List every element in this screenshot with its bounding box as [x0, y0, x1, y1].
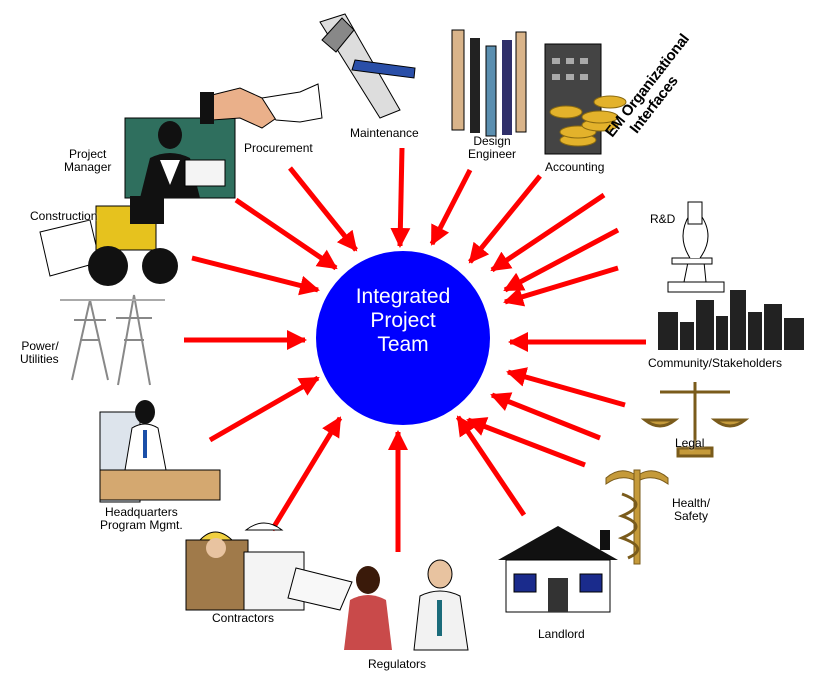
city-skyline-illustration	[658, 290, 804, 350]
arrow-headquarters	[208, 375, 320, 443]
arrow-rnd-2	[503, 265, 619, 307]
project-manager-line-2: Manager	[64, 160, 112, 174]
construction-loader-illustration	[39, 196, 178, 286]
headquarters-line-2: Program Mgmt.	[100, 518, 183, 532]
arrow-construction	[191, 255, 320, 296]
arrow-rnd	[503, 227, 620, 293]
contractors-illustration	[185, 522, 353, 611]
arrow-design-engineer	[429, 168, 473, 246]
integrated-team-circle	[316, 251, 490, 425]
contractors-label: Contractors	[212, 611, 275, 625]
power-pylons-illustration	[60, 294, 165, 386]
arrow-maintenance	[390, 147, 411, 248]
headquarters-program-mgmt-label: Headquarters Program Mgmt.	[100, 506, 183, 532]
integrated-project-team-label: Integrated Project Team	[320, 285, 486, 357]
procurement-label: Procurement	[244, 141, 313, 155]
arrow-em-1	[490, 192, 606, 273]
headquarters-illustration	[99, 400, 221, 503]
maintenance-tools-illustration	[319, 13, 416, 119]
arrow-project-manager	[234, 197, 338, 271]
procurement-handshake-illustration	[200, 83, 323, 129]
health-safety-line-2: Safety	[674, 509, 709, 523]
center-line-2: Project	[370, 309, 436, 332]
legal-label: Legal	[675, 436, 705, 450]
landlord-label: Landlord	[538, 627, 585, 641]
project-manager-line-1: Project	[69, 147, 107, 161]
center-line-3: Team	[377, 333, 429, 356]
design-engineer-line-2: Engineer	[468, 147, 517, 161]
microscope-illustration	[667, 201, 725, 293]
arrow-legal	[506, 367, 626, 408]
health-safety-label: Health/ Safety	[672, 497, 710, 523]
scales-of-justice-illustration	[640, 382, 750, 458]
health-safety-line-1: Health/	[672, 496, 711, 510]
maintenance-label: Maintenance	[350, 126, 419, 140]
headquarters-line-1: Headquarters	[104, 505, 178, 519]
rnd-label: R&D	[650, 212, 676, 226]
project-manager-illustration	[124, 117, 236, 199]
arrow-landlord	[455, 415, 527, 517]
design-engineer-label: Design Engineer	[468, 135, 516, 161]
design-engineer-line-1: Design	[473, 134, 511, 148]
design-engineer-illustration	[451, 29, 527, 137]
arrows	[184, 147, 646, 552]
power-utilities-label: Power/ Utilities	[20, 340, 59, 366]
community-stakeholders-label: Community/Stakeholders	[648, 356, 783, 370]
construction-label: Construction	[30, 209, 98, 223]
arrow-contractors	[269, 416, 343, 532]
project-manager-label: Project Manager	[64, 148, 111, 174]
accounting-coins-illustration	[544, 43, 627, 155]
regulators-illustration	[344, 559, 469, 651]
arrow-health	[466, 417, 586, 468]
arrow-accounting	[468, 174, 542, 264]
house-illustration	[498, 526, 618, 613]
caduceus-illustration	[605, 469, 669, 565]
power-utilities-line-1: Power/	[21, 339, 59, 353]
accounting-label: Accounting	[545, 160, 605, 174]
arrow-legal-2	[490, 392, 601, 441]
arrow-procurement	[288, 166, 358, 252]
power-utilities-line-2: Utilities	[20, 352, 59, 366]
regulators-label: Regulators	[368, 657, 427, 671]
center-line-1: Integrated	[355, 285, 451, 308]
